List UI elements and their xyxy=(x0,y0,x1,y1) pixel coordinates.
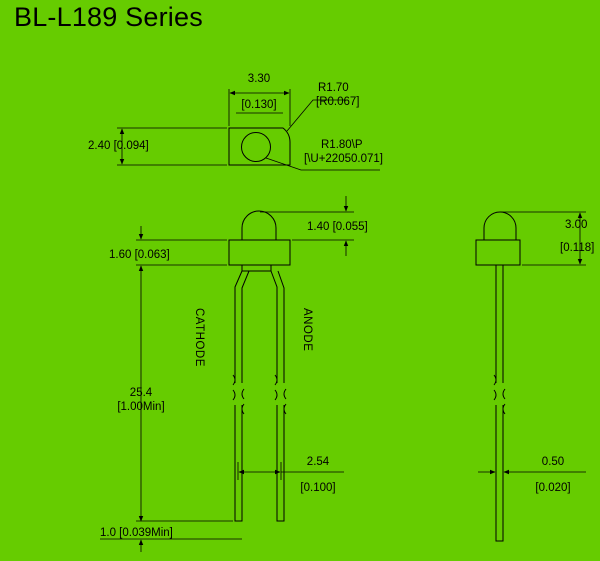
cathode-lead-break-mark xyxy=(232,374,245,415)
anode-lead-break-mark xyxy=(274,374,287,415)
body-height-label: 1.60 [0.063] xyxy=(109,249,170,261)
front-lead-pad xyxy=(241,265,272,272)
front-view: 1.40 [0.055] 1.60 [0.063] 25.4 [1.00Min]… xyxy=(100,196,368,552)
anode-lead xyxy=(270,270,285,522)
total-height-label: 3.00 xyxy=(565,219,587,231)
top-view: 3.30 [0.130] 2.40 [0.094] R1.70 [R0.067]… xyxy=(88,73,383,171)
top-width-label-in: [0.130] xyxy=(241,99,276,111)
top-view-body-outline xyxy=(228,127,291,166)
stub-length-label: 1.0 [0.039Min] xyxy=(100,527,173,539)
front-body xyxy=(228,239,291,266)
top-height-label: 2.40 [0.094] xyxy=(88,140,149,152)
lens-radius-label: R1.80\P xyxy=(321,139,363,151)
lead-width-label-in: [0.020] xyxy=(535,482,570,494)
lens-radius-label-in: [\U+22050.071] xyxy=(304,153,383,165)
diagram-title: BL-L189 Series xyxy=(14,2,203,32)
cathode-label: CATHODE xyxy=(193,308,205,367)
total-height-label-in: [0.118] xyxy=(560,242,594,254)
lens-radius-leader xyxy=(265,157,380,171)
lead-length-label-in: [1.00Min] xyxy=(117,401,164,413)
side-lead-break-mark xyxy=(493,374,506,415)
top-width-label: 3.30 xyxy=(248,73,270,85)
side-lens-dome xyxy=(483,211,517,240)
lens-height-label: 1.40 [0.055] xyxy=(307,221,368,233)
front-lens-dome xyxy=(241,210,277,240)
corner-radius-label: R1.70 xyxy=(318,82,349,94)
lead-pitch-label: 2.54 xyxy=(307,456,330,468)
side-view: 3.00 [0.118] 0.50 [0.020] xyxy=(475,211,594,542)
side-body xyxy=(475,239,521,266)
side-lead xyxy=(495,265,504,542)
anode-label: ANODE xyxy=(301,308,313,351)
lead-length-label: 25.4 xyxy=(130,387,153,399)
lead-width-label: 0.50 xyxy=(542,456,564,468)
top-view-lens-circle xyxy=(241,132,271,162)
lead-pitch-label-in: [0.100] xyxy=(300,482,335,494)
cathode-lead xyxy=(234,270,250,522)
corner-radius-label-in: [R0.067] xyxy=(316,96,359,108)
corner-radius-leader xyxy=(286,99,346,132)
